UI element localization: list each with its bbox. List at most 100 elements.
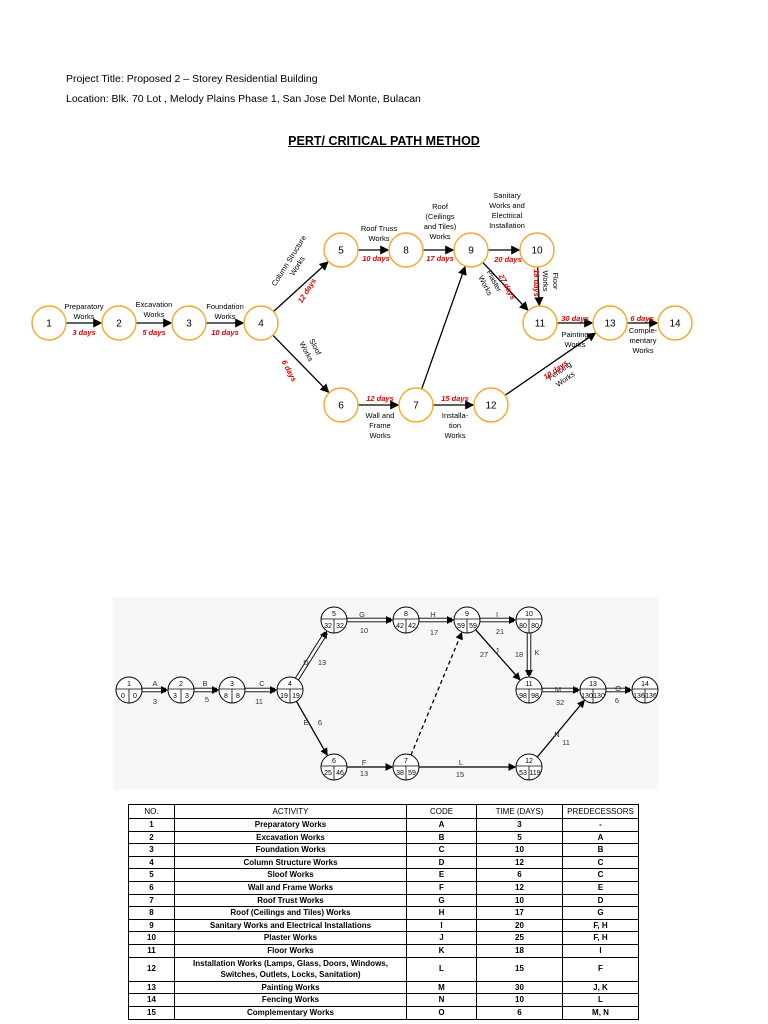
cpm-activity-time: 15 (456, 770, 464, 779)
pert-duration-label: 3 days (72, 328, 95, 337)
pert-node-number: 10 (531, 246, 543, 257)
activity-code: K (406, 943, 477, 958)
cpm-node-number: 7 (404, 758, 408, 765)
row-number: 14 (128, 993, 175, 1007)
activity-predecessors: F, H (562, 931, 639, 945)
row-number: 13 (128, 980, 175, 995)
pert-node (323, 387, 359, 423)
activity-code: G (406, 893, 477, 908)
cpm-activity-code: M (555, 685, 561, 694)
pert-duration-label: 20 days (493, 255, 522, 264)
cpm-node-early: 3 (173, 693, 177, 700)
pert-duration-label: 10 days (362, 254, 390, 263)
cpm-activity-code: G (359, 610, 365, 619)
cpm-activity-code: I (496, 610, 498, 619)
activity-predecessors: I (562, 943, 639, 958)
cpm-node-early: 130 (581, 693, 593, 700)
activity-time: 10 (476, 843, 563, 857)
pert-duration-label: 30 days (561, 314, 589, 323)
activity-time: 10 (476, 993, 563, 1007)
pert-node-number: 3 (186, 319, 192, 330)
cpm-node-late: 8 (236, 693, 240, 700)
pert-activity-text: Works (541, 270, 550, 291)
cpm-node-early: 80 (519, 623, 527, 630)
row-number: 4 (128, 855, 175, 870)
cpm-activity-code: N (554, 730, 559, 739)
cpm-activity-time: 6 (615, 696, 619, 705)
pert-node-number: 6 (338, 401, 344, 412)
cpm-activity-time: 18 (515, 650, 523, 659)
cpm-node-early: 59 (457, 623, 465, 630)
cpm-activity-code: E (303, 718, 308, 727)
pert-arrow (272, 334, 330, 394)
cpm-critical-arrow (298, 633, 328, 681)
cpm-arrowhead (447, 616, 454, 624)
column-header: TIME (DAYS) (476, 804, 563, 819)
cpm-node-late: 46 (336, 770, 344, 777)
pert-arrow (421, 265, 467, 390)
activity-time: 5 (476, 830, 563, 845)
cpm-arrowhead (319, 631, 328, 640)
cpm-node-early: 38 (396, 770, 404, 777)
cpm-activity-time: 17 (430, 628, 438, 637)
activity-code: I (406, 918, 477, 933)
pert-activity-text: Works (632, 346, 653, 355)
pert-node (101, 305, 137, 341)
pert-activity-text: mentary (629, 336, 656, 345)
activity-predecessors: - (562, 818, 639, 832)
pert-activity-text: Excavation (136, 300, 173, 309)
activity-predecessors: C (562, 868, 639, 882)
cpm-node-early: 19 (280, 693, 288, 700)
pert-activity-text: (Ceilings (425, 212, 454, 221)
activity-predecessors: M, N (562, 1005, 639, 1020)
activity-predecessors: F (562, 956, 639, 982)
activity-name: Installation Works (Lamps, Glass, Doors,… (174, 956, 407, 982)
pert-node (171, 305, 207, 341)
activity-predecessors: B (562, 843, 639, 857)
activity-name: Column Structure Works (174, 855, 407, 870)
cpm-node-late: 98 (531, 693, 539, 700)
activity-code: A (406, 818, 477, 832)
cpm-activity-time: 5 (205, 695, 209, 704)
activity-code: M (406, 980, 477, 995)
activity-code: C (406, 843, 477, 857)
cpm-node-late: 59 (408, 770, 416, 777)
pert-activity-text: Works (143, 310, 164, 319)
cpm-node-late: 32 (336, 623, 344, 630)
pert-node (398, 387, 434, 423)
pert-node-number: 7 (413, 401, 419, 412)
activity-code: H (406, 906, 477, 920)
pert-activity-text: and Tiles) (424, 222, 457, 231)
pert-arrow (534, 266, 544, 307)
cpm-node-number: 3 (230, 681, 234, 688)
activity-name: Roof Trust Works (174, 893, 407, 908)
cpm-node-early: 98 (519, 693, 527, 700)
cpm-activity-time: 10 (360, 626, 368, 635)
cpm-node-number: 1 (127, 681, 131, 688)
cpm-arrowhead (625, 686, 632, 694)
row-number: 10 (128, 931, 175, 945)
cpm-activity-code: F (362, 758, 367, 767)
cpm-node-late: 0 (133, 693, 137, 700)
pert-arrow (504, 332, 597, 396)
activity-time: 30 (476, 980, 563, 995)
pert-node-number: 1 (46, 319, 52, 330)
pert-node (31, 305, 67, 341)
cpm-arrowhead (573, 686, 580, 694)
activity-predecessors: A (562, 830, 639, 845)
pert-activity-text: Preparatory (64, 302, 103, 311)
activity-predecessors: E (562, 880, 639, 895)
cpm-dummy-arrow (410, 631, 463, 756)
pert-activity-text: Works (214, 312, 235, 321)
pert-node (453, 232, 489, 268)
activity-time: 6 (476, 1005, 563, 1020)
pert-activity-text: Comple- (629, 326, 658, 335)
